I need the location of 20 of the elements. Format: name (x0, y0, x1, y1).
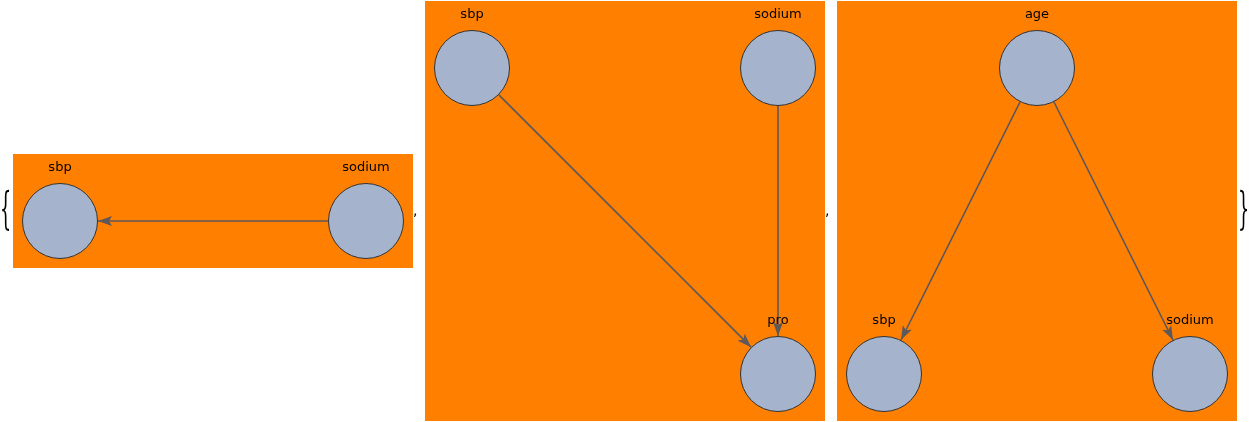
arrow (900, 101, 1021, 341)
graph-panel (425, 1, 825, 421)
graph-panel (13, 154, 413, 268)
arrow (498, 94, 752, 348)
comma: , (825, 202, 830, 218)
arrow (773, 105, 783, 337)
arrow (97, 216, 329, 226)
node-label: sodium (342, 159, 390, 175)
graph-panel (837, 1, 1237, 421)
node-label: pro (767, 312, 789, 328)
arrow (1053, 101, 1174, 341)
brace: { (0, 183, 12, 235)
brace: } (1238, 183, 1250, 235)
node-label: age (1024, 6, 1050, 22)
node-label: sbp (872, 312, 896, 328)
comma: , (413, 202, 418, 218)
node-label: sbp (460, 6, 484, 22)
node-label: sodium (754, 6, 802, 22)
node-label: sbp (48, 159, 72, 175)
node-label: sodium (1166, 312, 1214, 328)
